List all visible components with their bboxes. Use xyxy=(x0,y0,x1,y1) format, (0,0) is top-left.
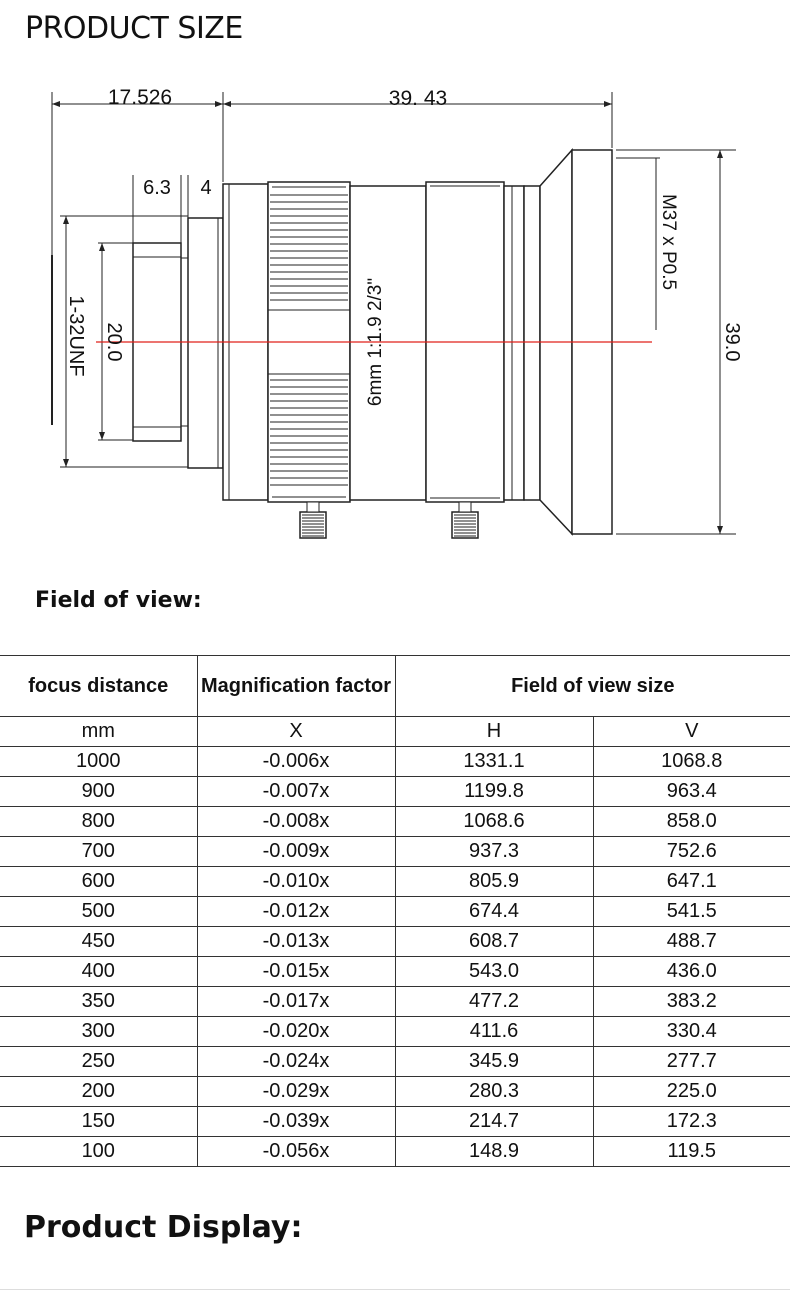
field-of-view-table: focus distance Magnification factor Fiel… xyxy=(0,655,790,1167)
cell-fov-h: 805.9 xyxy=(394,866,594,897)
cell-fov-h: 345.9 xyxy=(394,1046,594,1077)
cell-fov-v: 963.4 xyxy=(592,776,790,807)
header-magnification: Magnification factor xyxy=(196,655,396,717)
page-title: PRODUCT SIZE xyxy=(25,11,243,46)
filter-thread-label: M37 x P0.5 xyxy=(658,194,679,290)
cell-magnification: -0.007x xyxy=(196,776,396,807)
cell-focus-distance: 700 xyxy=(0,836,198,867)
cell-focus-distance: 900 xyxy=(0,776,198,807)
mount-thread-label: 1-32UNF xyxy=(65,295,87,376)
cell-fov-v: 1068.8 xyxy=(592,746,790,777)
outer-diameter-label: 39.0 xyxy=(721,323,743,362)
cell-magnification: -0.029x xyxy=(196,1076,396,1107)
flange-thickness-label: 4 xyxy=(200,177,211,199)
product-display-heading: Product Display: xyxy=(24,1210,303,1245)
cell-fov-v: 858.0 xyxy=(592,806,790,837)
cell-fov-v: 488.7 xyxy=(592,926,790,957)
cell-magnification: -0.006x xyxy=(196,746,396,777)
inner-diameter-label: 20.0 xyxy=(103,323,125,362)
cell-fov-h: 1331.1 xyxy=(394,746,594,777)
cell-fov-v: 277.7 xyxy=(592,1046,790,1077)
header-focus-distance: focus distance xyxy=(0,655,198,717)
cell-fov-h: 148.9 xyxy=(394,1136,594,1167)
cell-fov-v: 172.3 xyxy=(592,1106,790,1137)
cell-fov-h: 674.4 xyxy=(394,896,594,927)
cell-fov-h: 214.7 xyxy=(394,1106,594,1137)
cell-fov-h: 1068.6 xyxy=(394,806,594,837)
cell-fov-h: 280.3 xyxy=(394,1076,594,1107)
cell-magnification: -0.039x xyxy=(196,1106,396,1137)
lens-length-label: 39. 43 xyxy=(389,87,447,110)
divider xyxy=(0,1289,790,1290)
cell-fov-h: 411.6 xyxy=(394,1016,594,1047)
cell-fov-h: 608.7 xyxy=(394,926,594,957)
cell-magnification: -0.008x xyxy=(196,806,396,837)
cell-fov-v: 541.5 xyxy=(592,896,790,927)
cell-magnification: -0.056x xyxy=(196,1136,396,1167)
header-fov-size: Field of view size xyxy=(394,655,790,717)
cell-fov-v: 436.0 xyxy=(592,956,790,987)
lens-spec-label: 6mm 1:1.9 2/3" xyxy=(365,278,386,406)
cell-focus-distance: 250 xyxy=(0,1046,198,1077)
cell-fov-v: 647.1 xyxy=(592,866,790,897)
cell-magnification: -0.012x xyxy=(196,896,396,927)
cell-magnification: -0.013x xyxy=(196,926,396,957)
lens-dimension-drawing: 17.526 39. 43 6.3 4 1-32UNF 20.0 6mm 1:1… xyxy=(51,86,743,539)
cell-focus-distance: 100 xyxy=(0,1136,198,1167)
cell-fov-v: 119.5 xyxy=(592,1136,790,1167)
cell-focus-distance: 600 xyxy=(0,866,198,897)
unit-mm: mm xyxy=(0,716,198,747)
cell-focus-distance: 1000 xyxy=(0,746,198,777)
cell-focus-distance: 350 xyxy=(0,986,198,1017)
cell-focus-distance: 200 xyxy=(0,1076,198,1107)
cell-magnification: -0.009x xyxy=(196,836,396,867)
cell-fov-v: 330.4 xyxy=(592,1016,790,1047)
flange-distance-label: 17.526 xyxy=(108,86,172,109)
cell-focus-distance: 450 xyxy=(0,926,198,957)
cell-fov-h: 477.2 xyxy=(394,986,594,1017)
cell-fov-v: 383.2 xyxy=(592,986,790,1017)
cell-magnification: -0.020x xyxy=(196,1016,396,1047)
cell-magnification: -0.015x xyxy=(196,956,396,987)
unit-x: X xyxy=(196,716,396,747)
cell-focus-distance: 150 xyxy=(0,1106,198,1137)
cell-fov-v: 752.6 xyxy=(592,836,790,867)
cell-magnification: -0.024x xyxy=(196,1046,396,1077)
cell-focus-distance: 400 xyxy=(0,956,198,987)
cell-fov-h: 1199.8 xyxy=(394,776,594,807)
cell-fov-h: 543.0 xyxy=(394,956,594,987)
cell-magnification: -0.017x xyxy=(196,986,396,1017)
cell-focus-distance: 800 xyxy=(0,806,198,837)
cell-fov-v: 225.0 xyxy=(592,1076,790,1107)
thread-depth-label: 6.3 xyxy=(143,177,171,199)
cell-fov-h: 937.3 xyxy=(394,836,594,867)
unit-h: H xyxy=(394,716,594,747)
unit-v: V xyxy=(592,716,790,747)
cell-focus-distance: 500 xyxy=(0,896,198,927)
field-of-view-heading: Field of view: xyxy=(35,588,202,613)
cell-focus-distance: 300 xyxy=(0,1016,198,1047)
cell-magnification: -0.010x xyxy=(196,866,396,897)
